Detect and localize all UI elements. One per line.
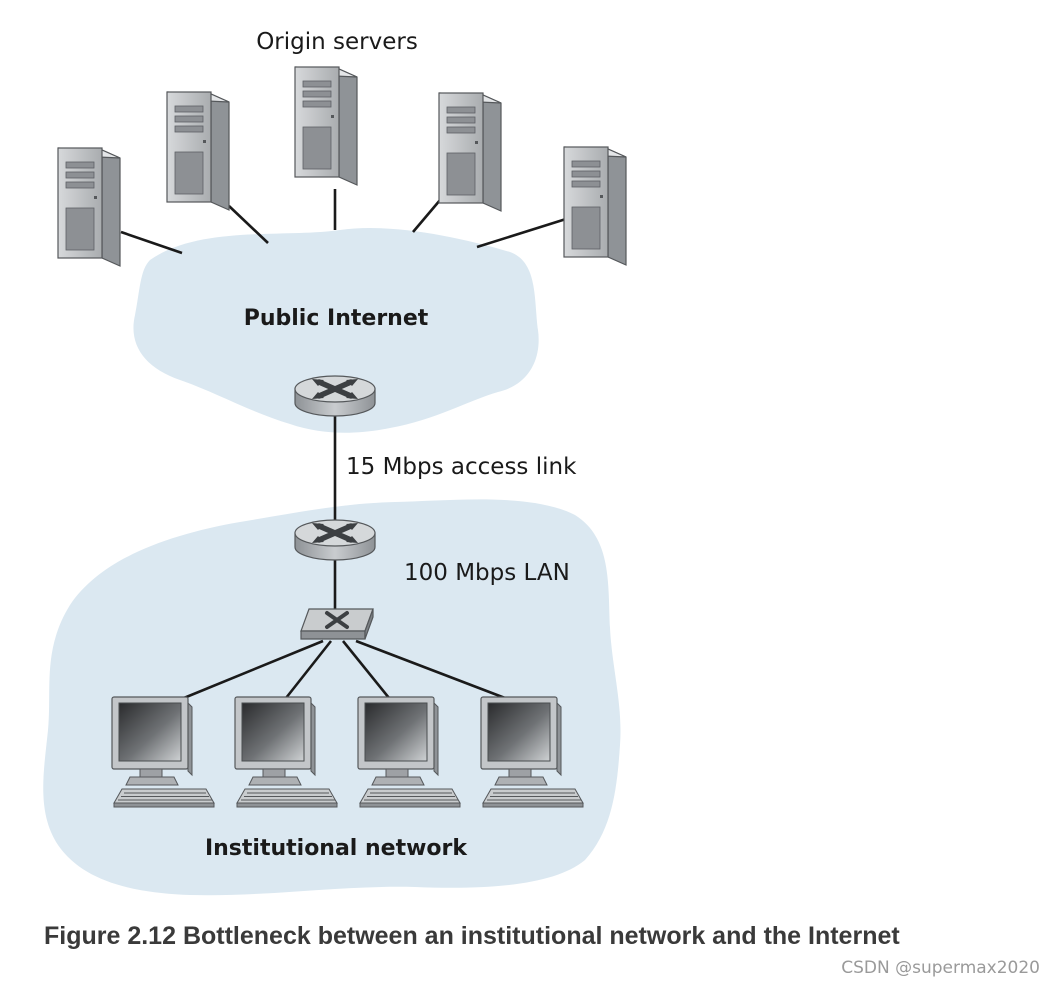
institution-router-icon: [295, 520, 375, 560]
link-server-2: [228, 205, 269, 244]
institutional-network-label: Institutional network: [205, 836, 468, 861]
link-server-5: [476, 217, 567, 249]
origin-servers-label: Origin servers: [256, 29, 418, 55]
public-internet-label: Public Internet: [244, 306, 429, 331]
links: [120, 189, 567, 702]
public-internet-cloud: [133, 228, 539, 433]
link-pc-3: [341, 640, 391, 699]
origin-server-4: [438, 92, 502, 212]
origin-server-2: [166, 91, 230, 211]
figure-caption: Figure 2.12 Bottleneck between an instit…: [44, 922, 900, 950]
internet-router-icon: [295, 376, 375, 416]
link-pc-4: [355, 639, 506, 700]
access-link-label: 15 Mbps access link: [346, 454, 577, 480]
watermark: CSDN @supermax2020: [841, 958, 1040, 978]
link-pc-1: [178, 639, 324, 702]
origin-server-1: [57, 147, 121, 267]
origin-server-5: [563, 146, 627, 266]
link-pc-2: [284, 640, 333, 699]
origin-server-3: [294, 66, 358, 186]
lan-switch-icon: [299, 607, 375, 641]
lan-label: 100 Mbps LAN: [404, 560, 570, 586]
link-server-1: [120, 230, 183, 255]
